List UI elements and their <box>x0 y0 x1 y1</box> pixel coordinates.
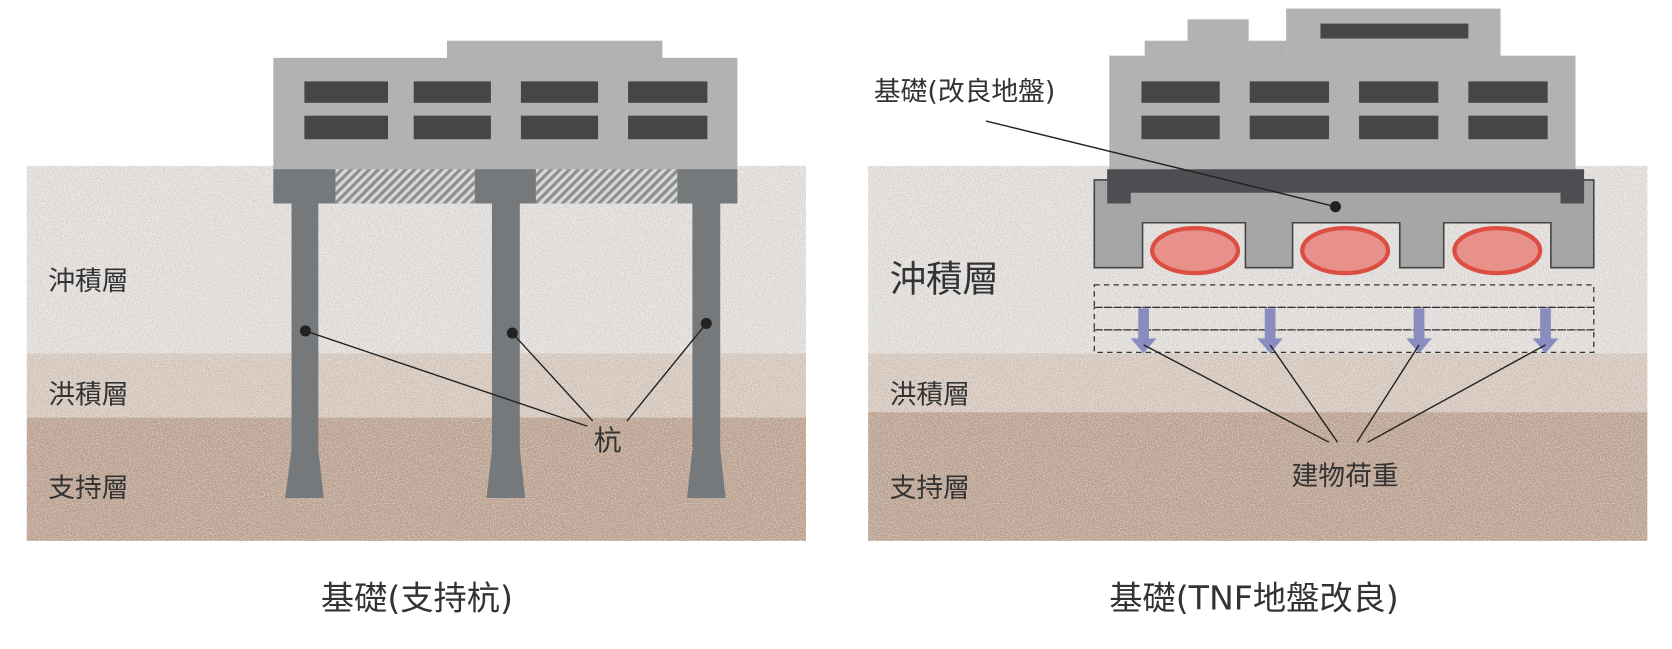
building-left <box>273 40 738 204</box>
layer-bearing-label: 支持層 <box>48 473 128 504</box>
right-panel: 基礎(改良地盤) 建物荷重 沖積層 洪積層 支持層 基礎(TNF地盤改良) <box>868 8 1648 617</box>
load-label: 建物荷重 <box>1292 461 1399 492</box>
layer-diluvial-label: 洪積層 <box>890 380 970 411</box>
piles <box>285 203 726 498</box>
layer-diluvial-label: 洪積層 <box>48 380 128 411</box>
layer-bearing-label: 支持層 <box>890 473 970 504</box>
right-panel-title: 基礎(TNF地盤改良) <box>1109 578 1398 617</box>
load-arrows <box>1130 308 1559 354</box>
foundation-label: 基礎(改良地盤) <box>874 77 1056 108</box>
leaders-right <box>985 120 1546 443</box>
soil-left <box>26 165 806 541</box>
windows <box>304 81 708 140</box>
left-panel-title: 基礎(支持杭) <box>321 578 513 617</box>
left-panel: 杭 沖積層 洪積層 支持層 基礎(支持杭) <box>26 40 806 617</box>
pile-label: 杭 <box>594 424 622 457</box>
windows <box>1141 81 1548 140</box>
improved-ground-foundation <box>1093 169 1595 276</box>
layer-alluvial-label: 沖積層 <box>890 257 999 300</box>
building-right <box>1109 8 1576 171</box>
layer-alluvial-label: 沖積層 <box>48 266 128 297</box>
pile-leaders <box>299 317 712 427</box>
dashed-improved-zones <box>1093 284 1595 353</box>
